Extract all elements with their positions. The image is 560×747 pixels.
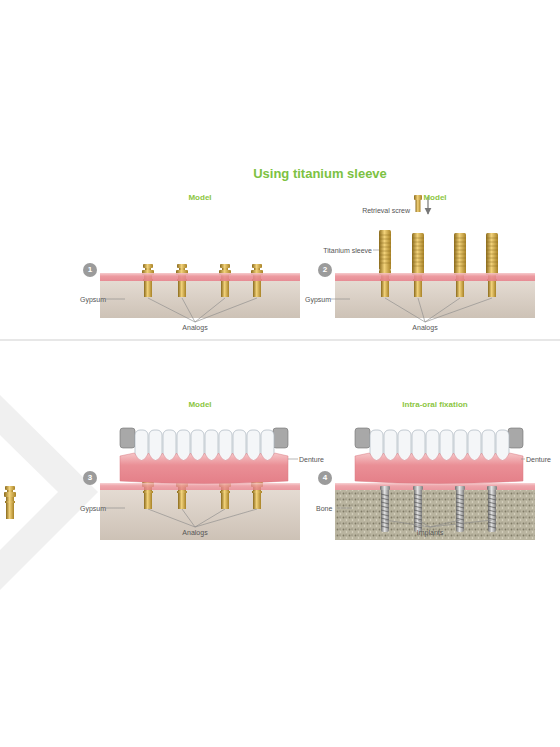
part-label: Implants (417, 528, 443, 537)
callout-circle: 1 (83, 263, 97, 277)
gypsum-block (100, 490, 300, 540)
part-label: Retrieval screw (362, 206, 410, 215)
gum-layer (335, 273, 535, 281)
part-label: Gypsum (80, 504, 106, 513)
panel-heading: Model (188, 193, 211, 202)
panel-heading: Model (423, 193, 446, 202)
background-chevron (0, 395, 98, 590)
background-chevron (0, 435, 58, 550)
part-label: Bone (316, 504, 332, 513)
divider-line (0, 340, 560, 341)
callout-circle: 2 (318, 263, 332, 277)
titanium-sleeve (486, 233, 498, 273)
part-label: Analogs (412, 323, 437, 332)
gum-layer (100, 273, 300, 281)
part-label: Denture (526, 455, 551, 464)
part-label: Analogs (182, 528, 207, 537)
panel-heading: Intra-oral fixation (402, 400, 467, 409)
callout-number: 4 (318, 471, 332, 485)
part-label: Gypsum (305, 295, 331, 304)
retrieval-screw (414, 195, 422, 212)
callout-number: 3 (83, 471, 97, 485)
callout-circle: 3 (83, 471, 97, 485)
analog (4, 486, 16, 519)
titanium-sleeve (379, 230, 391, 270)
callout-number: 2 (318, 263, 332, 277)
implant (487, 486, 497, 532)
gum-layer (100, 483, 300, 490)
implant (380, 486, 390, 532)
part-label: Analogs (182, 323, 207, 332)
denture (120, 428, 288, 484)
gypsum-block (100, 281, 300, 318)
titanium-sleeve (412, 233, 424, 273)
circle-shape (83, 471, 97, 485)
gypsum-block (335, 281, 535, 318)
callout-circle: 4 (318, 471, 332, 485)
titanium-sleeve (454, 233, 466, 273)
bone-block (335, 490, 535, 540)
circle-shape (83, 263, 97, 277)
circle-shape (318, 471, 332, 485)
part-label: Denture (299, 455, 324, 464)
diagram-title: Using titanium sleeve (253, 166, 387, 181)
circle-shape (318, 263, 332, 277)
callout-number: 1 (83, 263, 97, 277)
implant (455, 486, 465, 532)
denture (355, 428, 523, 484)
part-label: Gypsum (80, 295, 106, 304)
gum-layer (335, 483, 535, 490)
part-label: Titanium sleeve (323, 246, 372, 255)
panel-heading: Model (188, 400, 211, 409)
leader-lines (106, 250, 525, 527)
